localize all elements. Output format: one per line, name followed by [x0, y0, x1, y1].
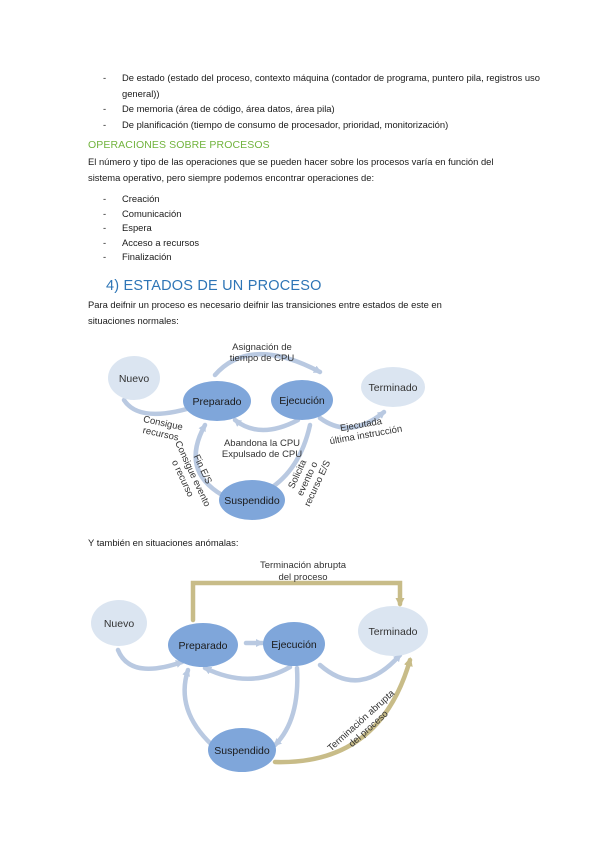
- node-preparado-label: Preparado: [178, 640, 227, 652]
- node-nuevo-label: Nuevo: [104, 618, 135, 630]
- arrow-nuevo-preparado: [115, 647, 185, 671]
- anomalous-intro: Y también en situaciones anómalas:: [88, 537, 239, 548]
- arrow-ejecucion-suspendido: [272, 665, 300, 748]
- list-item: De estado (estado del proceso, contexto …: [103, 70, 543, 101]
- arrow-suspendido-preparado: [182, 667, 215, 748]
- label-abandona-2: Expulsado de CPU: [222, 449, 302, 460]
- label-asignacion: Asignación de: [232, 342, 292, 353]
- operations-list: Creación Comunicación Espera Acceso a re…: [103, 192, 199, 265]
- process-info-list: De estado (estado del proceso, contexto …: [103, 70, 543, 132]
- node-terminado-label: Terminado: [368, 382, 417, 394]
- label-abrupt-top: Terminación abrupta: [260, 560, 347, 571]
- list-item: De planificación (tiempo de consumo de p…: [103, 117, 543, 133]
- node-preparado-label: Preparado: [192, 396, 241, 408]
- node-nuevo-label: Nuevo: [119, 373, 150, 385]
- node-preparado: [168, 623, 238, 667]
- list-item: De memoria (área de código, área datos, …: [103, 101, 543, 117]
- states-intro: Para deifnir un proceso es necesario dei…: [88, 299, 442, 326]
- arrow-preparado-ejecucion: [212, 352, 323, 378]
- node-ejecucion-label: Ejecución: [271, 639, 317, 651]
- list-item: Creación: [103, 192, 199, 207]
- node-terminado: [361, 367, 425, 407]
- node-ejecucion: [271, 380, 333, 420]
- node-preparado: [183, 381, 251, 421]
- node-ejecucion: [263, 622, 325, 666]
- node-nuevo: [108, 356, 160, 400]
- node-suspendido: [208, 728, 276, 772]
- section-heading-operations: OPERACIONES SOBRE PROCESOS: [88, 139, 270, 151]
- list-item: Acceso a recursos: [103, 236, 199, 251]
- arrow-ejecucion-preparado: [232, 417, 301, 433]
- section-heading-states: 4) ESTADOS DE UN PROCESO: [106, 278, 322, 294]
- arrow-ejecucion-preparado: [202, 664, 293, 681]
- list-item: Espera: [103, 221, 199, 236]
- node-suspendido-label: Suspendido: [214, 745, 270, 757]
- node-suspendido: [219, 480, 285, 520]
- label-asignacion-2: tiempo de CPU: [230, 353, 295, 364]
- list-item: Finalización: [103, 250, 199, 265]
- list-item: Comunicación: [103, 207, 199, 222]
- state-diagram-normal: Nuevo Preparado Ejecución Terminado Susp…: [108, 342, 425, 520]
- operations-intro: El número y tipo de las operaciones que …: [88, 156, 494, 183]
- arrow-ejecucion-terminado: [317, 652, 403, 683]
- arrow-ejecucion-terminado: [317, 409, 387, 430]
- arrow-suspendido-preparado: [193, 422, 225, 498]
- node-terminado: [358, 606, 428, 656]
- label-abrupt-bottom: Terminación abrupta: [326, 688, 398, 754]
- node-terminado-label: Terminado: [368, 626, 417, 638]
- label-abandona: Abandona la CPU: [224, 438, 300, 449]
- node-nuevo: [91, 600, 147, 646]
- node-ejecucion-label: Ejecución: [279, 395, 325, 407]
- node-suspendido-label: Suspendido: [224, 495, 280, 507]
- arrow-suspendido-terminado-abrupt: [272, 657, 413, 765]
- label-abrupt-top-2: del proceso: [278, 572, 327, 583]
- arrow-preparado-terminado-abrupt: [190, 580, 405, 623]
